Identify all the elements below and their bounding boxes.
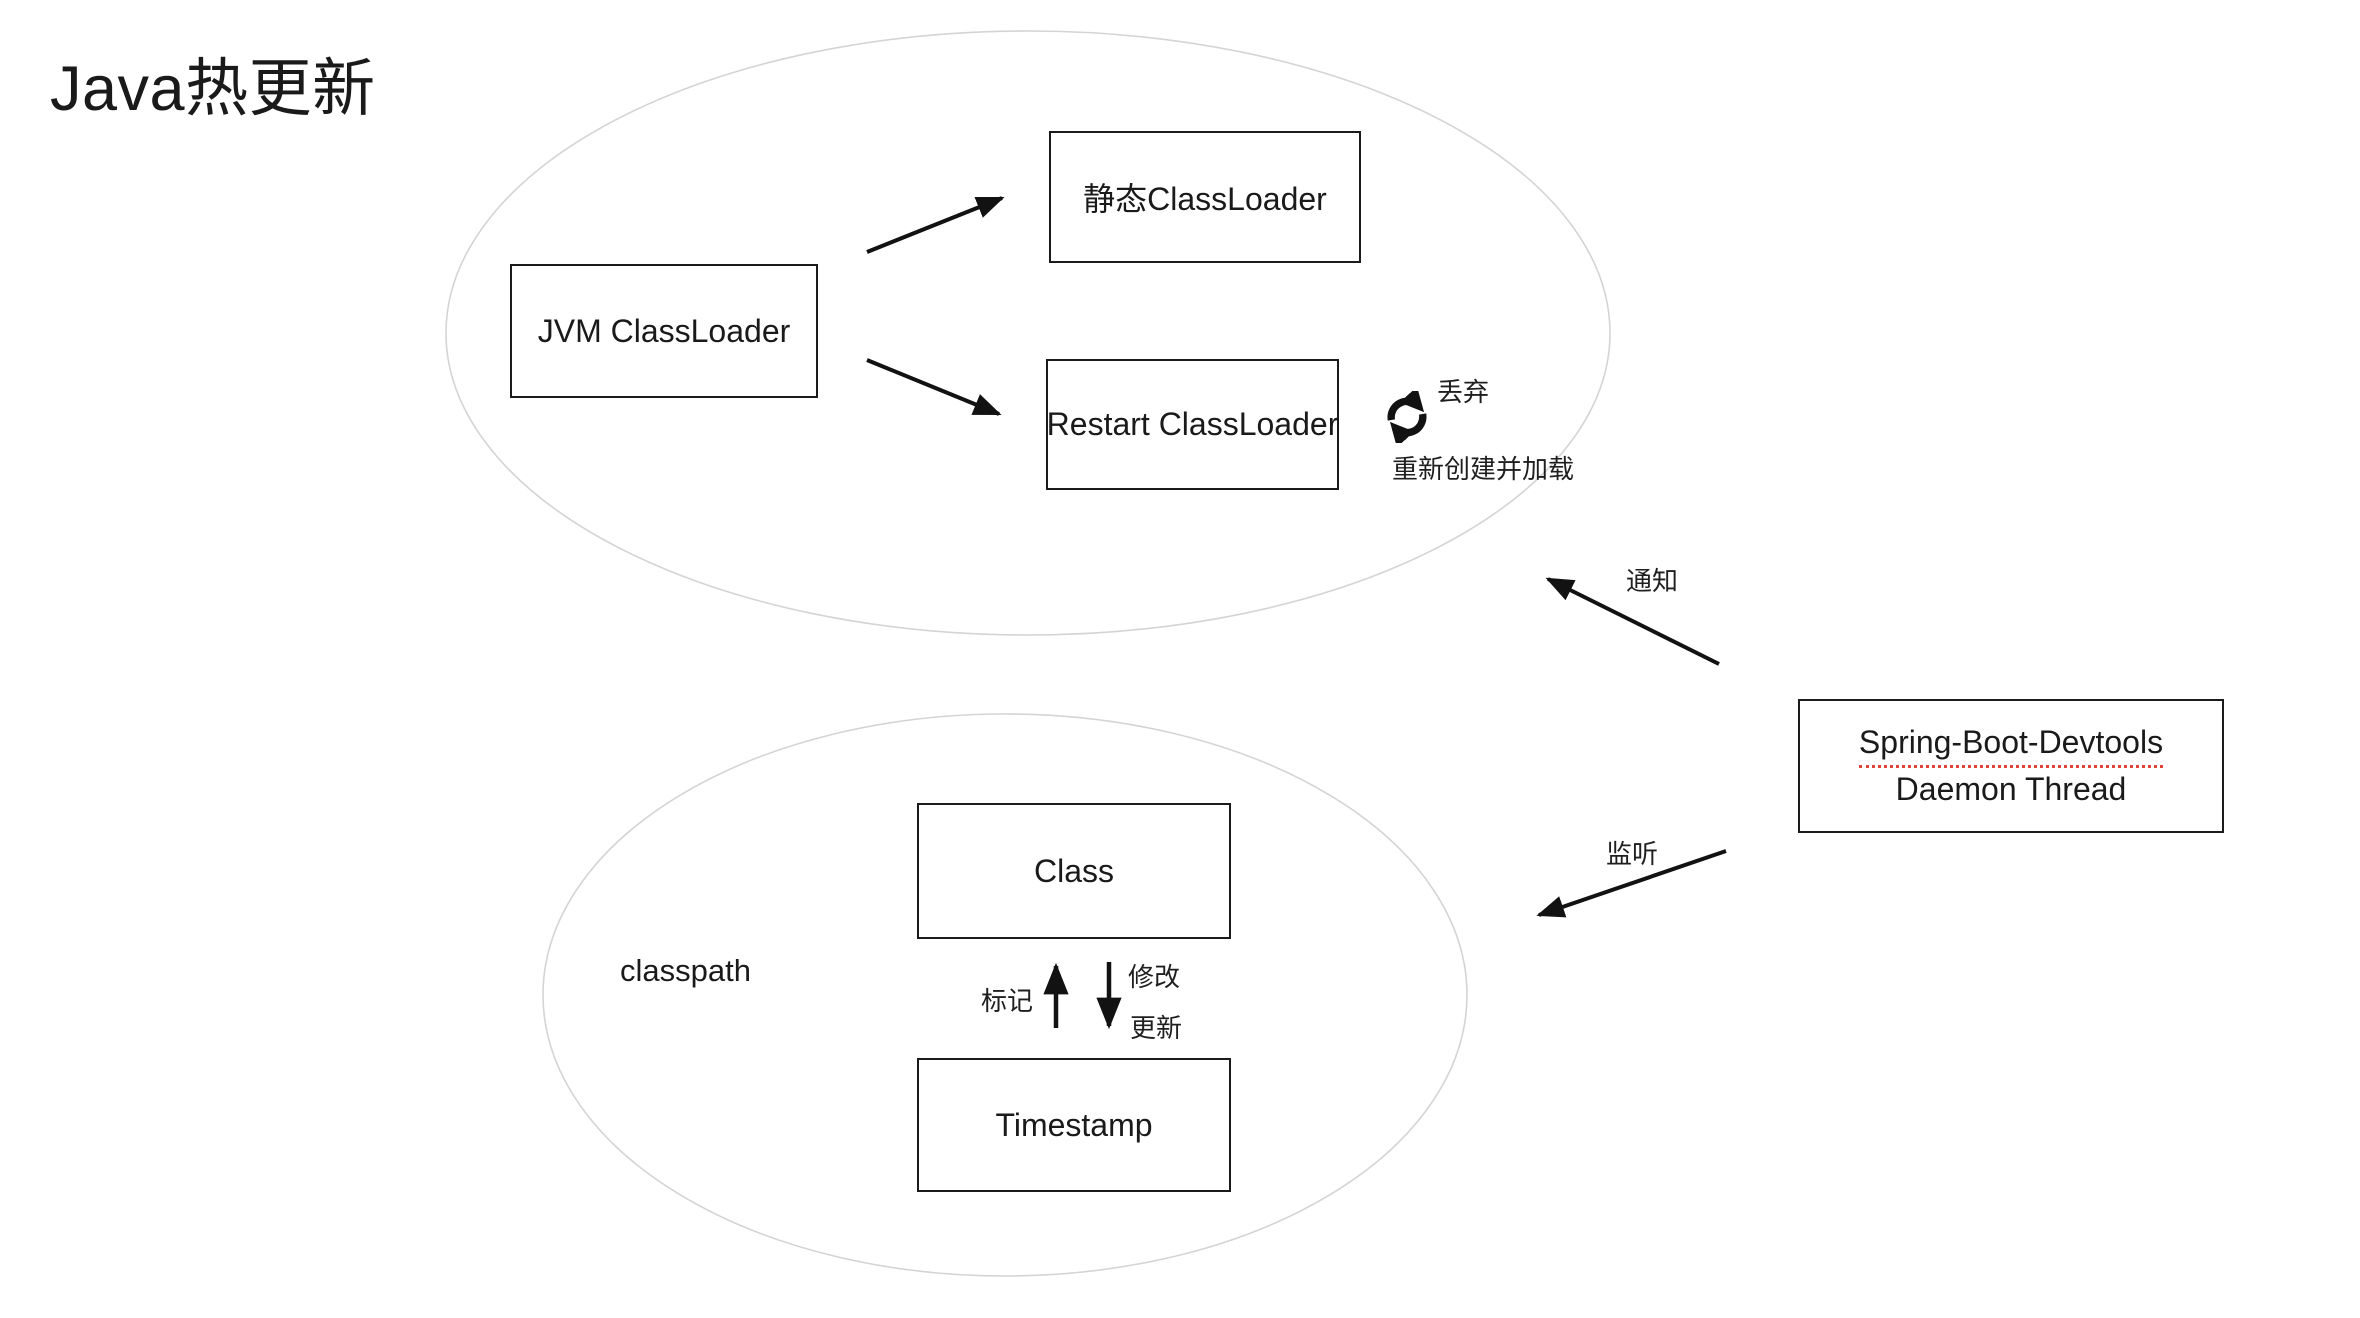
arrow-notify bbox=[1545, 577, 1720, 666]
modify-label: 修改 bbox=[1128, 962, 1181, 992]
timestamp-box: Timestamp bbox=[917, 1058, 1231, 1192]
timestamp-label: Timestamp bbox=[995, 1106, 1153, 1143]
devtools-box: Spring-Boot-Devtools Daemon Thread bbox=[1798, 699, 2224, 833]
discard-label: 丢弃 bbox=[1437, 377, 1490, 407]
page-title: Java热更新 bbox=[50, 54, 376, 124]
classpath-label: classpath bbox=[620, 953, 751, 988]
mark-label: 标记 bbox=[981, 986, 1034, 1016]
restart-classloader-box: Restart ClassLoader bbox=[1046, 359, 1339, 490]
recycle-icon bbox=[1387, 391, 1427, 443]
devtools-label-line2: Daemon Thread bbox=[1895, 771, 2127, 807]
notify-label: 通知 bbox=[1626, 566, 1679, 596]
classpath-scope-ellipse bbox=[542, 713, 1468, 1277]
recreate-label: 重新创建并加载 bbox=[1392, 454, 1575, 484]
jvm-classloader-label: JVM ClassLoader bbox=[537, 312, 791, 349]
restart-classloader-label: Restart ClassLoader bbox=[1046, 406, 1339, 442]
devtools-label-line1: Spring-Boot-Devtools bbox=[1858, 721, 2164, 768]
class-label: Class bbox=[1033, 852, 1114, 889]
arrow-jvm-to-restart bbox=[866, 358, 1002, 416]
arrow-listen bbox=[1536, 849, 1727, 918]
class-box: Class bbox=[917, 803, 1231, 939]
listen-label: 监听 bbox=[1606, 839, 1659, 869]
arrow-jvm-to-static bbox=[866, 196, 1005, 254]
jvm-classloader-box: JVM ClassLoader bbox=[510, 264, 818, 398]
static-classloader-label: 静态ClassLoader bbox=[1083, 181, 1327, 217]
static-classloader-box: 静态ClassLoader bbox=[1049, 131, 1361, 263]
jvm-scope-ellipse bbox=[445, 30, 1611, 636]
update-label: 更新 bbox=[1130, 1013, 1183, 1043]
